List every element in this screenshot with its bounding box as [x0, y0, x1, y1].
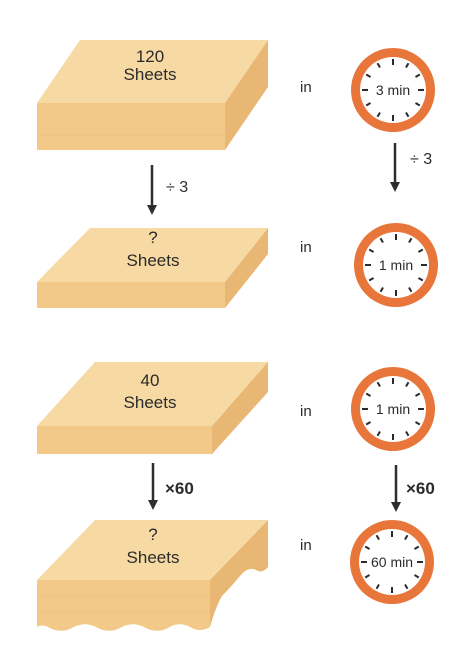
in-label: in [300, 537, 312, 554]
clock-time-label: 60 min [371, 554, 413, 570]
stack-count-label: ? [148, 525, 157, 544]
clock-icon [351, 367, 435, 451]
clock-time-label: 3 min [376, 82, 410, 98]
stack-unit-label: Sheets [127, 548, 180, 567]
clock-icon [350, 520, 434, 604]
stack-unit-label: Sheets [124, 65, 177, 84]
paper-stack-unknown [37, 228, 268, 308]
stack-unit-label: Sheets [127, 251, 180, 270]
clock-time-label: 1 min [379, 257, 413, 273]
multiply-operation-label: ×60 [406, 479, 435, 498]
paper-stack-40 [37, 362, 268, 454]
stack-count-label: 120 [136, 47, 164, 66]
clock-icon [351, 48, 435, 132]
in-label: in [300, 403, 312, 420]
paper-stack-unknown [37, 520, 268, 631]
stack-count-label: 40 [141, 371, 160, 390]
multiply-operation-label: ×60 [165, 479, 194, 498]
clock-time-label: 1 min [376, 401, 410, 417]
stack-unit-label: Sheets [124, 393, 177, 412]
stack-count-label: ? [148, 228, 157, 247]
in-label: in [300, 239, 312, 256]
in-label: in [300, 79, 312, 96]
divide-operation-label: ÷ 3 [410, 151, 432, 168]
paper-stack-120 [37, 40, 268, 150]
clock-icon [354, 223, 438, 307]
divide-operation-label: ÷ 3 [166, 179, 188, 196]
